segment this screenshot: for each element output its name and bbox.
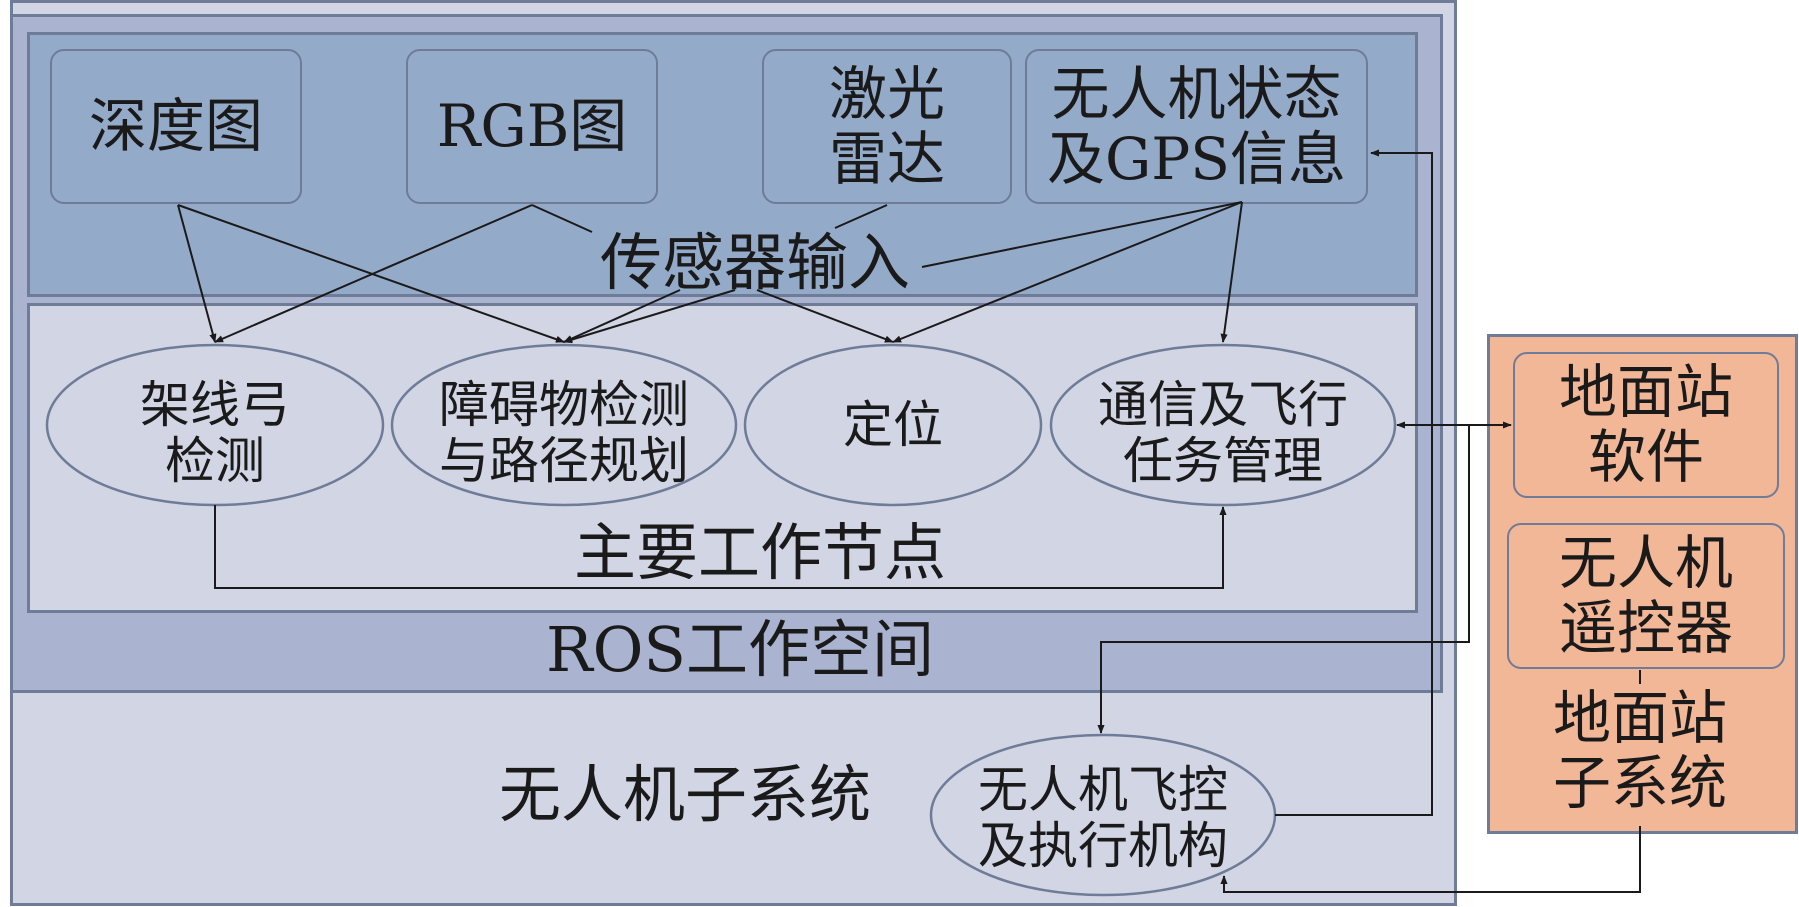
ros-workspace-title: ROS工作空间 xyxy=(546,613,934,686)
ground-station-subsystem-title: 地面站 子系统 xyxy=(1552,684,1727,817)
sensor-depth-map-box: 深度图 xyxy=(50,49,302,204)
sensor-uav-state-gps-label: 无人机状态 及GPS信息 xyxy=(1046,59,1347,193)
node-obstacle-path-ellipse xyxy=(390,343,738,507)
sensor-depth-map-label: 深度图 xyxy=(88,92,263,161)
uav-subsystem-title: 无人机子系统 xyxy=(498,758,871,831)
arrow-rgb-to-catenary xyxy=(214,204,533,343)
uav-remote-controller-label: 无人机 遥控器 xyxy=(1558,529,1733,662)
arrow-remote-to-flight-control xyxy=(1220,826,1641,893)
arrow-gps-to-localization xyxy=(892,201,1243,343)
arrow-flight-control-to-uav-state xyxy=(1275,149,1433,816)
ground-station-software-box: 地面站 软件 xyxy=(1513,352,1779,498)
node-obstacle-path-label: 障碍物检测 与路径规划 xyxy=(439,376,689,490)
node-communication-mission-label: 通信及飞行 任务管理 xyxy=(1098,376,1348,490)
flight-control-label: 无人机飞控 及执行机构 xyxy=(978,761,1228,875)
arrow-rgb-to-localization-bottom xyxy=(756,289,894,343)
sensor-lidar-box: 激光 雷达 xyxy=(762,49,1012,204)
main-nodes-title: 主要工作节点 xyxy=(573,516,946,589)
ground-station-software-label: 地面站 软件 xyxy=(1558,358,1733,491)
sensor-input-title: 传感器输入 xyxy=(599,226,910,299)
arrow-depth-to-catenary xyxy=(177,204,217,343)
node-localization-label: 定位 xyxy=(843,396,943,454)
arrow-catenary-to-communication xyxy=(214,505,1227,589)
arrow-gps-to-obstacle-top xyxy=(921,201,1243,268)
node-communication-mission-ellipse xyxy=(1049,343,1397,507)
sensor-uav-state-gps-box: 无人机状态 及GPS信息 xyxy=(1025,49,1368,204)
arrow-rgb-to-localization-top xyxy=(531,204,593,233)
node-localization-ellipse xyxy=(743,343,1043,507)
arrow-lidar-to-obstacle-bottom xyxy=(563,289,681,343)
sensor-lidar-label: 激光 雷达 xyxy=(828,59,945,193)
sensor-rgb-image-label: RGB图 xyxy=(436,92,628,161)
arrow-gps-to-communication xyxy=(1220,201,1243,343)
arrow-gps-to-obstacle-bottom xyxy=(563,289,736,344)
arrow-lidar-to-obstacle-top xyxy=(834,204,888,229)
uav-remote-controller-box: 无人机 遥控器 xyxy=(1507,523,1785,669)
arrow-communication-to-flight-control xyxy=(1097,424,1470,734)
sensor-rgb-image-box: RGB图 xyxy=(406,49,658,204)
node-catenary-detection-label: 架线弓 检测 xyxy=(140,376,290,490)
